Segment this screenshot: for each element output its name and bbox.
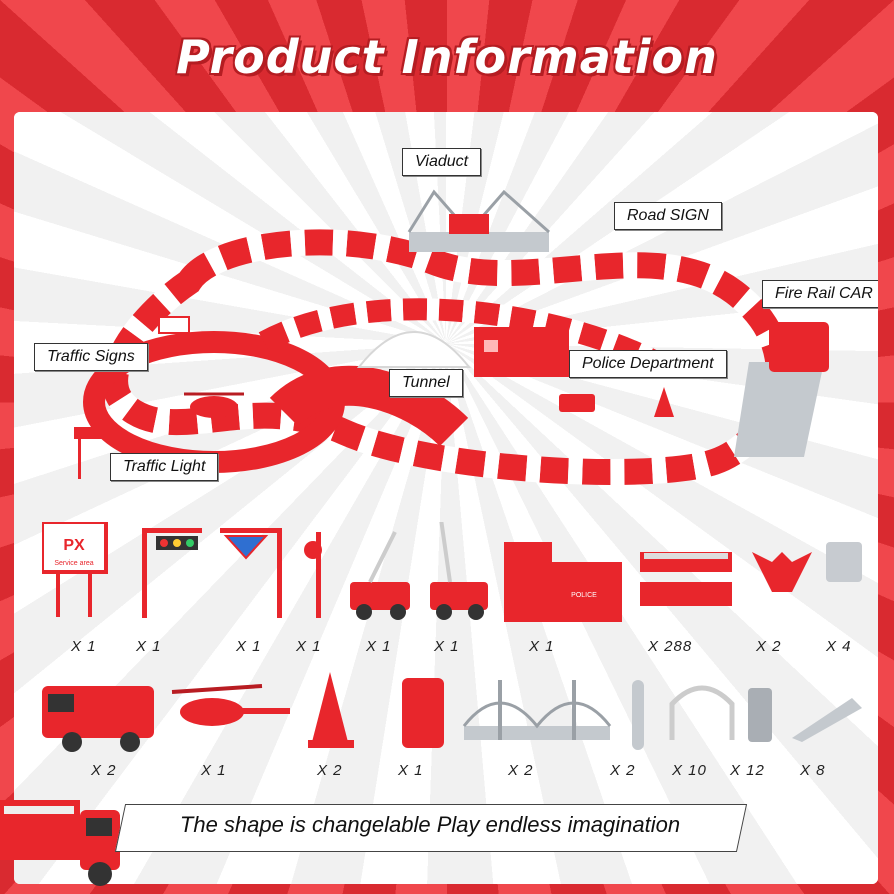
street-lamp-icon <box>304 532 322 618</box>
callout-road-sign: Road SIGN <box>614 202 722 230</box>
qty-service-sign: X 1 <box>71 638 97 655</box>
qty-track-piece: X 288 <box>648 638 693 655</box>
track-piece-icon <box>640 552 732 606</box>
qty-pillar-base: X 4 <box>826 638 852 655</box>
parts-row-1: PX Service area POLICE <box>42 522 862 622</box>
qty-fire-truck: X 1 <box>366 638 392 655</box>
tunnel <box>356 331 472 368</box>
svg-text:PX: PX <box>63 537 85 554</box>
helicopter <box>190 396 238 418</box>
page-title: Product Information <box>176 30 718 84</box>
service-sign-icon: PX Service area <box>42 522 108 617</box>
ramp-support-icon <box>792 698 862 742</box>
traffic-sign-model <box>158 316 190 334</box>
svg-text:Service area: Service area <box>54 560 93 567</box>
fire-rail-car-icon <box>42 686 154 752</box>
qty-cone: X 2 <box>317 762 343 779</box>
tunnel-arch-icon <box>669 685 735 740</box>
qty-traffic-light: X 1 <box>136 638 162 655</box>
suspension-bridge-icon <box>462 680 612 740</box>
qty-barrel: X 1 <box>398 762 424 779</box>
traffic-light-icon <box>142 528 202 618</box>
pillar-base-icon <box>826 542 862 582</box>
traffic-light-model <box>74 427 109 439</box>
cone <box>654 387 674 417</box>
y-connector-icon <box>752 552 812 592</box>
callout-tunnel: Tunnel <box>389 369 463 397</box>
tagline-text: The shape is changelable Play endless im… <box>179 812 681 837</box>
qty-bike-sign: X 1 <box>236 638 262 655</box>
callout-traffic-signs: Traffic Signs <box>34 343 148 371</box>
bike-sign-icon <box>220 528 282 618</box>
qty-tunnel-arch: X 10 <box>672 762 707 779</box>
qty-bridge: X 2 <box>508 762 534 779</box>
fire-rail-car <box>769 322 829 372</box>
callout-police-department: Police Department <box>569 350 727 378</box>
pillar-icon <box>748 688 772 742</box>
qty-police-station: X 1 <box>529 638 555 655</box>
parts-row-2 <box>42 672 862 752</box>
fire-truck-small-icon <box>350 531 410 620</box>
cone-icon <box>308 672 354 748</box>
callout-traffic-light: Traffic Light <box>110 453 219 481</box>
qty-ramp-plate: X 2 <box>610 762 636 779</box>
callout-viaduct: Viaduct <box>402 148 482 176</box>
qty-pillar: X 12 <box>730 762 765 779</box>
qty-fire-rail-car: X 2 <box>91 762 117 779</box>
viaduct-bridge <box>409 232 549 252</box>
police-car <box>559 394 595 412</box>
qty-y-connector: X 2 <box>756 638 782 655</box>
barrel-icon <box>402 678 444 748</box>
police-station-icon: POLICE <box>504 542 622 622</box>
helicopter-icon <box>171 684 290 726</box>
svg-text:POLICE: POLICE <box>571 592 597 599</box>
callout-fire-rail-car: Fire Rail CAR <box>762 280 878 308</box>
fire-truck-ladder-icon <box>430 522 488 620</box>
ramp-plate-icon <box>632 680 644 750</box>
fire-truck-corner-icon <box>0 800 120 886</box>
outer-track <box>102 229 792 485</box>
qty-ladder-truck: X 1 <box>434 638 460 655</box>
product-panel: Viaduct Road SIGN Fire Rail CAR Traffic … <box>14 112 878 884</box>
qty-street-lamp: X 1 <box>296 638 322 655</box>
qty-helicopter: X 1 <box>201 762 227 779</box>
qty-ramp-support: X 8 <box>800 762 826 779</box>
